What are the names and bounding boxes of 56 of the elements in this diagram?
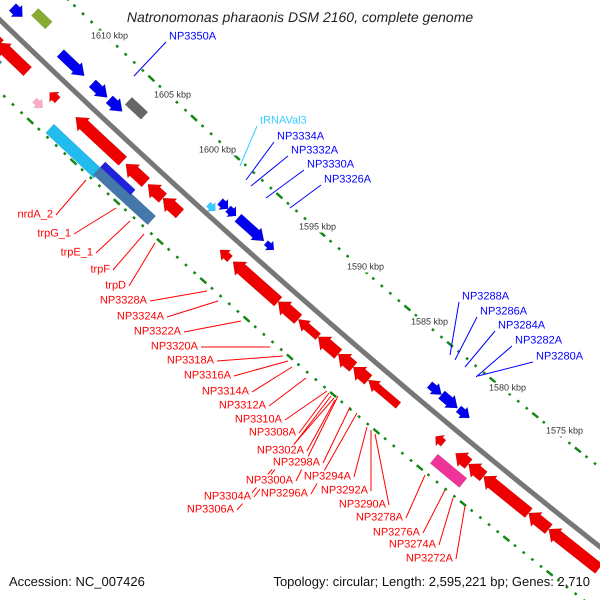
leader-line xyxy=(454,316,478,360)
leader-line xyxy=(250,156,288,186)
leader-line xyxy=(184,320,242,332)
leader-line xyxy=(266,170,304,198)
leader-line xyxy=(456,506,466,560)
leader-line xyxy=(298,392,330,434)
position-tick-label: 1605 kbp xyxy=(153,90,192,100)
leader-line xyxy=(112,234,144,270)
leader-line xyxy=(56,180,86,216)
leader-line xyxy=(464,330,496,368)
leader-line xyxy=(354,426,368,478)
leader-line xyxy=(134,42,166,76)
leader-line xyxy=(200,346,270,348)
leader-line xyxy=(322,406,350,464)
position-tick-label: 1610 kbp xyxy=(90,30,130,42)
leader-line xyxy=(478,362,534,376)
gene-label: NP3304A xyxy=(202,490,252,504)
leader-line xyxy=(252,366,292,392)
gene-label: nrdA_2 xyxy=(16,208,54,222)
leader-line xyxy=(450,302,460,356)
leader-line xyxy=(406,474,426,518)
gene-label: NP3294A xyxy=(302,470,352,484)
leader-line xyxy=(234,360,288,376)
leader-line xyxy=(306,400,336,452)
gene-label: NP3302A xyxy=(256,444,305,458)
gene-label: trpE_1 xyxy=(60,246,94,260)
leader-line xyxy=(422,490,446,534)
title: Natronomonas pharaonis DSM 2160, complete genome xyxy=(126,9,474,25)
leader-line xyxy=(74,208,116,234)
leader-line xyxy=(438,498,454,546)
leader-line xyxy=(374,434,390,506)
gene-label: trpD xyxy=(104,280,127,292)
leader-line xyxy=(166,300,218,318)
leader-line xyxy=(476,346,512,378)
position-tick-label: 1585 kbp xyxy=(410,316,450,328)
leader-line xyxy=(290,184,322,208)
position-tick-label: 1600 kbp xyxy=(198,144,238,156)
position-tick-label: 1590 kbp xyxy=(346,262,386,272)
leader-line xyxy=(268,378,306,406)
leader-line xyxy=(128,242,156,286)
leader-line xyxy=(284,390,328,420)
position-tick-label: 1575 kbp xyxy=(545,426,584,436)
gene-label: NP3300A xyxy=(244,474,294,488)
genome-info-text: Topology: circular; Length: 2,595,221 bp; Genes: 2,710 xyxy=(273,574,590,590)
gene-label: trpG_1 xyxy=(36,228,72,240)
leader-line xyxy=(216,356,284,362)
position-tick-label: 1580 kbp xyxy=(488,382,528,394)
genome-info-text: Accession: NC_007426 xyxy=(9,574,145,590)
gene-label: NP3298A xyxy=(272,456,321,470)
position-tick-label: 1595 kbp xyxy=(298,222,338,232)
leader-line xyxy=(246,142,274,180)
gene-label: trpF xyxy=(89,264,111,276)
leader-line xyxy=(96,220,130,254)
leader-line xyxy=(150,290,208,302)
leader-line xyxy=(240,126,258,166)
leader-line xyxy=(370,430,372,492)
